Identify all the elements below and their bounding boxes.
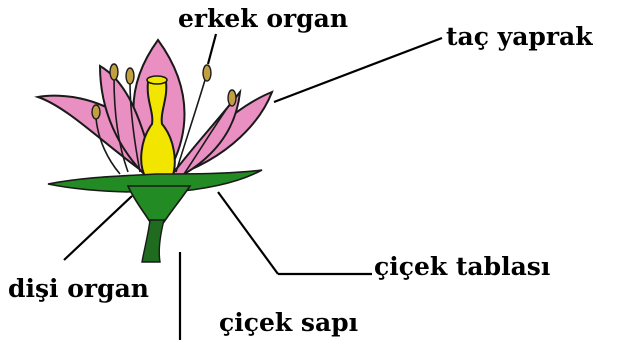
stigma bbox=[147, 76, 167, 84]
label-erkek-organ: erkek organ bbox=[178, 6, 348, 31]
leader-erkek-organ bbox=[208, 34, 216, 64]
stem bbox=[142, 220, 164, 262]
leader-cicek-tablasi-diag bbox=[218, 192, 278, 274]
label-cicek-tablasi: çiçek tablası bbox=[374, 254, 550, 279]
receptacle bbox=[128, 186, 190, 222]
label-disi-organ: dişi organ bbox=[8, 276, 149, 301]
leader-disi-organ bbox=[64, 196, 132, 260]
label-cicek-sapi: çiçek sapı bbox=[219, 310, 358, 335]
leader-tac-yaprak bbox=[274, 38, 442, 102]
label-tac-yaprak: taç yaprak bbox=[446, 24, 593, 49]
